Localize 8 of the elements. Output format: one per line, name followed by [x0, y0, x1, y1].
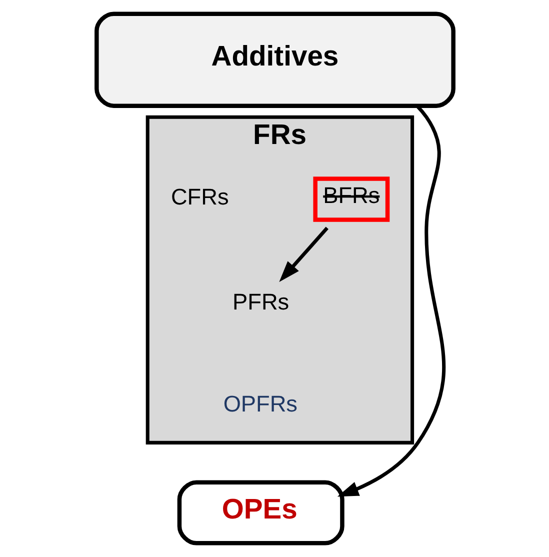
node-box: OPEs [176, 480, 344, 546]
node-box: BFRs [312, 176, 390, 222]
node-text: CFRs [170, 184, 228, 210]
arrow [278, 226, 328, 282]
node-text: OPFRs [222, 391, 298, 416]
node-box: Additives [94, 12, 455, 108]
arrow [336, 105, 445, 497]
node-text: PFRs [232, 289, 289, 314]
